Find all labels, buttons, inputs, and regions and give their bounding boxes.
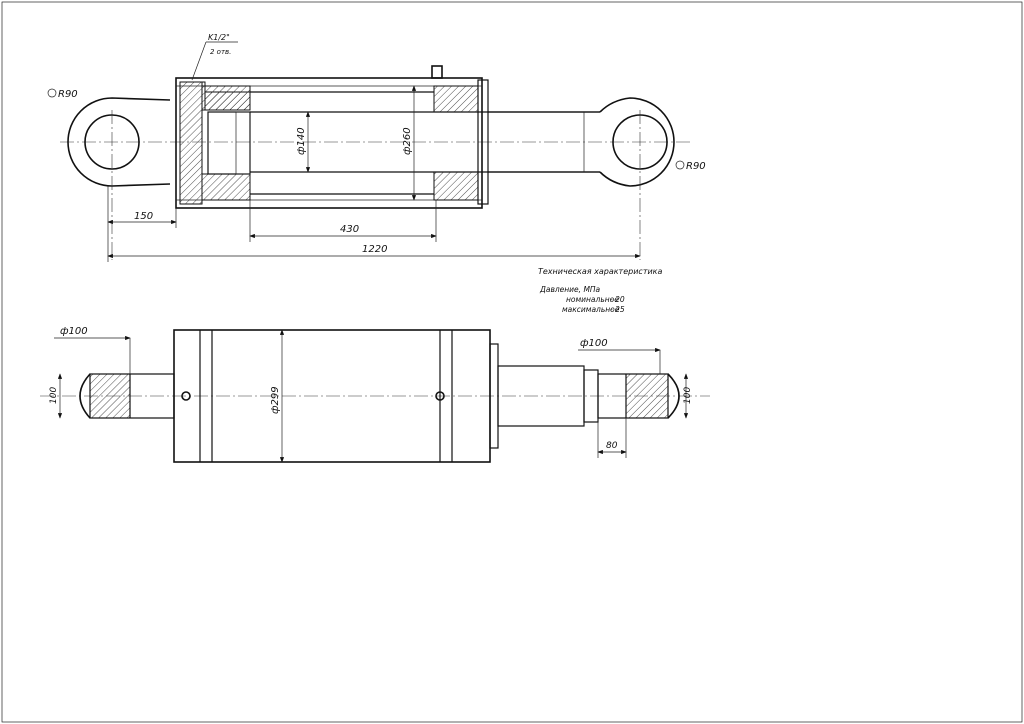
port-count-label: 2 отв. [210,48,231,56]
dim-overall: 1220 [362,244,387,255]
dim-eye-offset: 150 [134,211,153,222]
cylinder-barrel [175,65,600,209]
nominal-value: - 20 [610,295,625,304]
pin-diameter-right: ф100 [580,338,608,349]
pressure-header: Давление, МПа [539,285,601,294]
specs-title: Техническая характеристика [538,267,663,276]
port-callout: K1/2" 2 отв. [191,33,238,81]
left-rod-eye [67,97,171,260]
radius-left-label: R90 [58,89,78,100]
dim-80: 80 [606,441,618,451]
bore-diameter-label: ф260 [402,127,413,155]
rod-diameter-label: ф140 [296,127,307,155]
max-value: - 25 [610,305,625,314]
side-view: ф299 ф100 100 ф100 100 80 [40,326,710,463]
pin-diameter-left: ф100 [60,326,88,337]
right-trunnion-pin [597,373,680,419]
pin-length-left: 100 [49,387,59,404]
dim-stroke: 430 [340,224,359,235]
top-view-section: K1/2" 2 отв. R90 R90 ф140 ф260 150 430 1… [47,33,706,262]
cylinder-body: ф299 [173,329,499,463]
nominal-label: номинальное [566,295,619,304]
radius-right-label: R90 [686,161,706,172]
max-label: максимальное [562,305,620,314]
technical-specs: Техническая характеристика Давление, МПа… [538,267,663,314]
port-thread-label: K1/2" [208,33,230,42]
pin-length-right: 100 [683,387,693,404]
right-rod-eye [488,97,675,260]
body-diameter-label: ф299 [270,386,281,414]
